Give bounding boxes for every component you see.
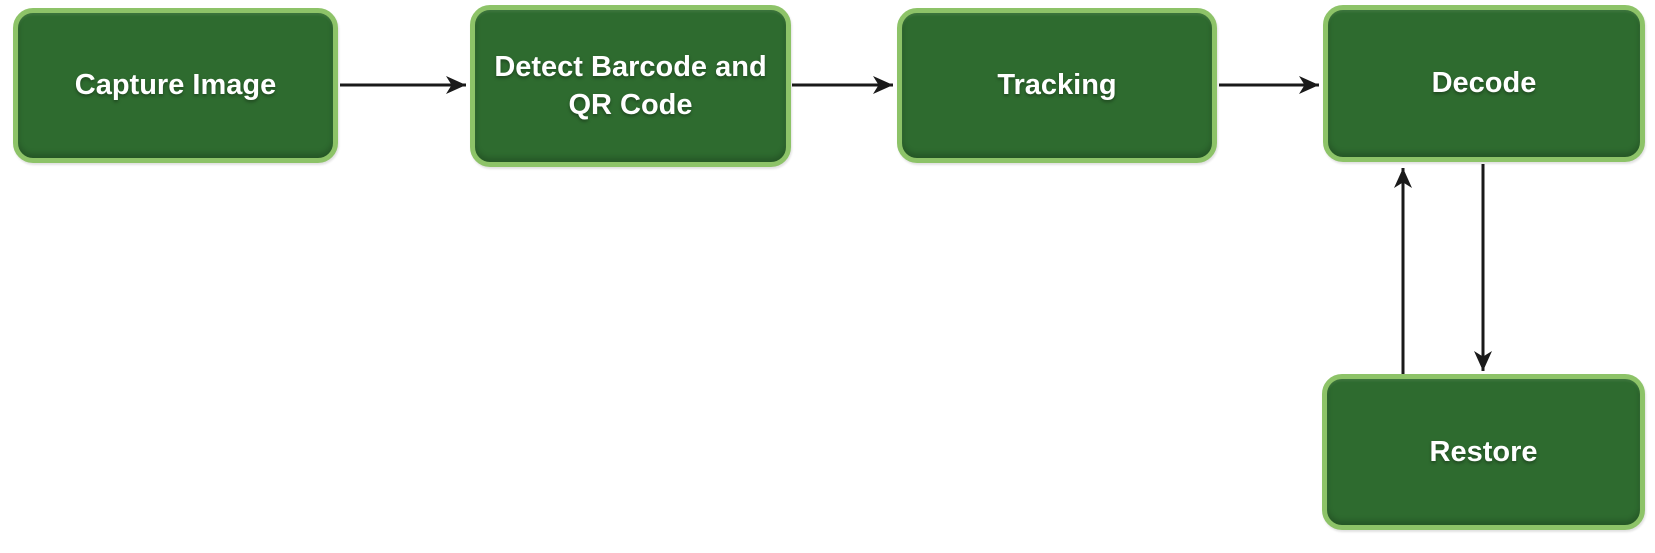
node-tracking-label: Tracking <box>997 69 1117 102</box>
node-decode-label: Decode <box>1431 67 1537 100</box>
node-detect-barcode-qr: Detect Barcode and QR Code <box>470 5 791 167</box>
node-detect-barcode-qr-label: Detect Barcode and QR Code <box>494 50 767 121</box>
node-tracking: Tracking <box>897 8 1217 163</box>
node-capture-image-label: Capture Image <box>74 69 277 102</box>
node-restore-label: Restore <box>1429 435 1538 468</box>
node-decode: Decode <box>1323 5 1645 162</box>
node-restore: Restore <box>1322 374 1645 530</box>
node-capture-image: Capture Image <box>13 8 338 163</box>
